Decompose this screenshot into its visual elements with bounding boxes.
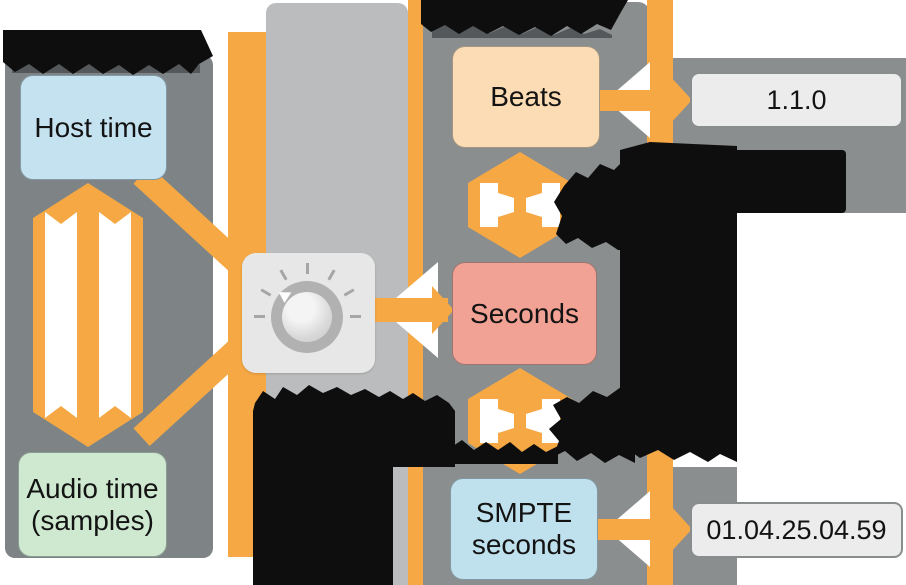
right-arrowhead-icon <box>670 76 692 124</box>
funnel-right-icon <box>526 183 560 227</box>
seconds-box: Seconds <box>452 262 597 365</box>
knob-tick-icon <box>254 315 265 318</box>
funnel-left-icon <box>480 183 514 227</box>
host-time-box: Host time <box>20 75 167 180</box>
knob-tick-icon <box>350 315 361 318</box>
knob-cap-icon <box>282 292 332 342</box>
knob-tick-icon <box>306 263 309 274</box>
host-audio-double-arrow-icon <box>33 183 143 447</box>
smpte-seconds-box: SMPTE seconds <box>450 478 598 580</box>
double-arrow-strip-icon <box>99 212 131 418</box>
smpte-value-display: 01.04.25.04.59 <box>690 502 903 558</box>
smpte-to-display-band <box>598 519 670 540</box>
double-arrow-strip-icon <box>45 212 77 418</box>
beats-to-display-band <box>600 90 670 111</box>
audio-time-box: Audio time (samples) <box>18 452 167 557</box>
right-arrowhead-icon <box>670 505 692 553</box>
beats-box: Beats <box>452 46 600 148</box>
funnel-left-icon <box>480 399 514 443</box>
beats-value-display: 1.1.0 <box>690 72 903 128</box>
redacted-side-label-band <box>693 150 846 213</box>
right-arrowhead-icon <box>432 286 454 334</box>
